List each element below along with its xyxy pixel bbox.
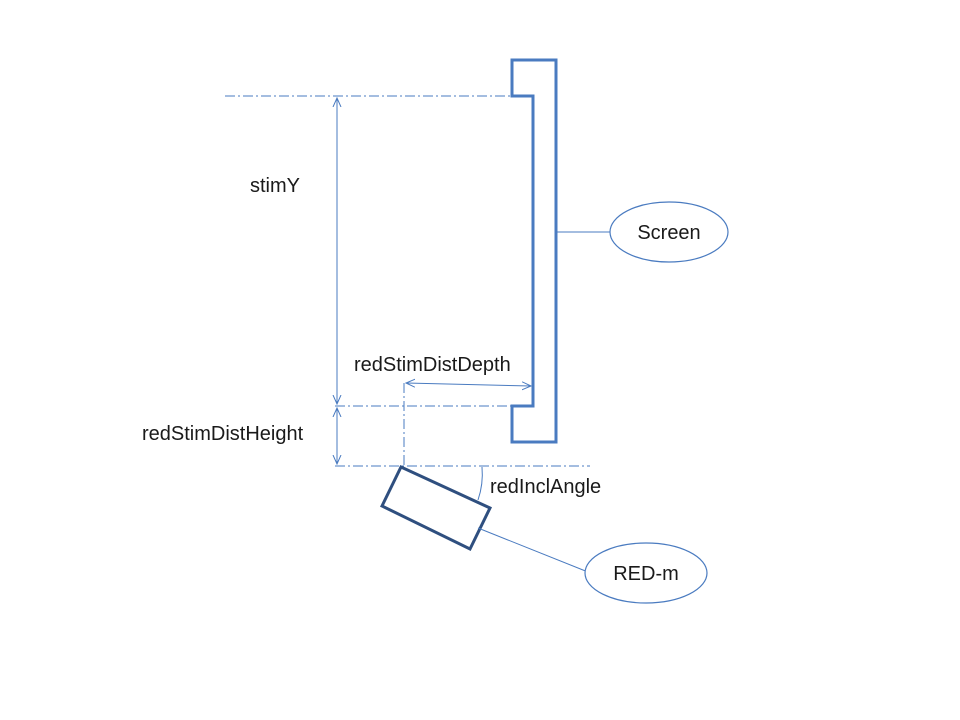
screen-callout-label: Screen xyxy=(637,222,700,244)
red-m-callout-label: RED-m xyxy=(613,563,679,585)
red-m-callout-ellipse xyxy=(584,542,708,604)
red-stim-dist-depth-dimension-arrow xyxy=(406,383,531,386)
incl-angle-arc xyxy=(477,466,483,501)
red-stim-dist-depth-label: redStimDistDepth xyxy=(354,354,511,376)
screen-callout-ellipse xyxy=(609,201,729,263)
red-incl-angle-label: redInclAngle xyxy=(490,476,601,498)
red-m-leader-line xyxy=(477,527,589,573)
red-m-device xyxy=(379,465,493,552)
screen-shape xyxy=(510,58,558,444)
stim-y-label: stimY xyxy=(250,175,300,197)
red-stim-dist-height-label: redStimDistHeight xyxy=(142,423,304,445)
